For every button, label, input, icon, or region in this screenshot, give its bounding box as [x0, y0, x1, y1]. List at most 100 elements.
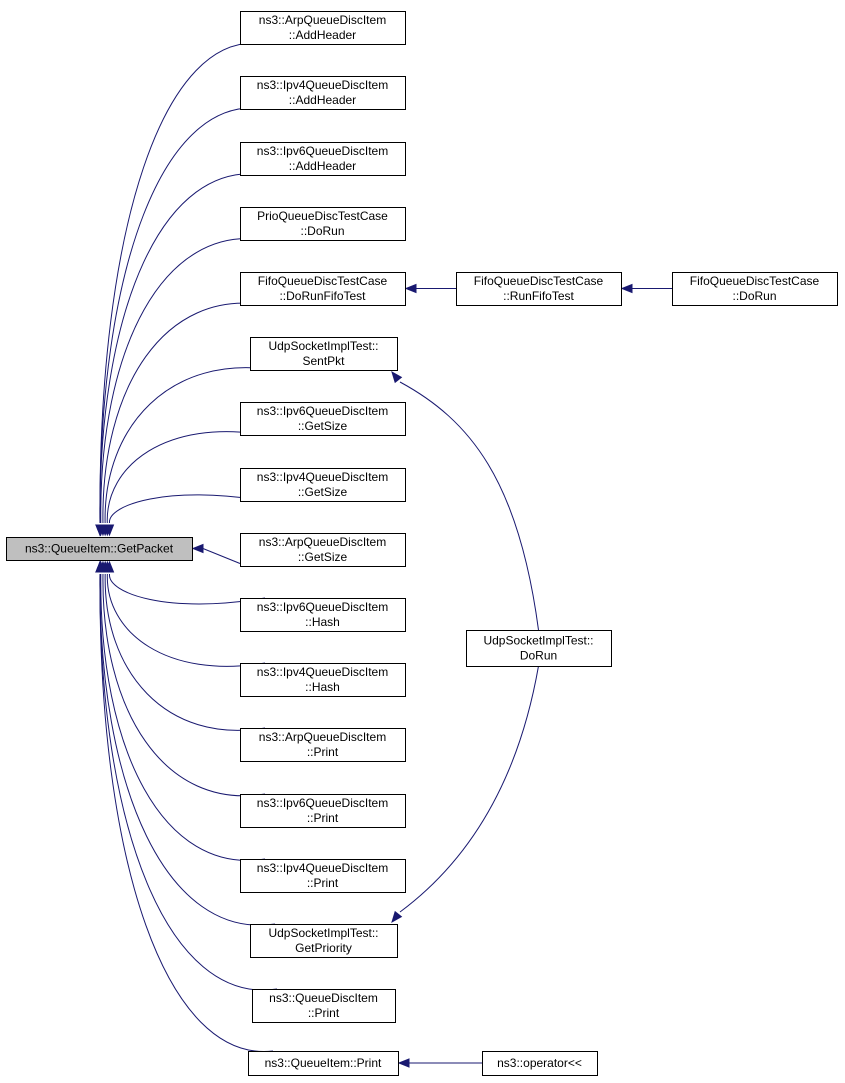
- node-label: ns3::Ipv4QueueDiscItem: [257, 470, 388, 484]
- edge-line: [202, 548, 241, 564]
- node-label: ns3::QueueItem::Print: [265, 1056, 382, 1070]
- edge-line: [109, 573, 266, 605]
- edge-arrowhead: [397, 1058, 410, 1068]
- edge-ipv6-hash-to-root: [104, 560, 266, 605]
- node-box: [482, 1051, 598, 1076]
- node-label: ns3::ArpQueueDiscItem: [259, 730, 386, 744]
- edge-line: [100, 238, 266, 524]
- node-box: [250, 924, 398, 958]
- node-label: ns3::QueueDiscItem: [269, 991, 378, 1005]
- edge-arrowhead: [620, 283, 633, 294]
- node-ipv4-hash[interactable]: ns3::Ipv4QueueDiscItem::Hash: [240, 663, 406, 697]
- node-label: ::GetSize: [298, 485, 348, 499]
- edge-line: [106, 431, 266, 524]
- edge-udp-dorun-to-udp-sentpkt: [391, 370, 539, 631]
- node-arp-addheader[interactable]: ns3::ArpQueueDiscItem::AddHeader: [240, 11, 406, 45]
- node-box: [240, 11, 406, 45]
- edge-operator-lshift-to-queueitem-print: [397, 1058, 482, 1068]
- node-prio-dorun[interactable]: PrioQueueDiscTestCase::DoRun: [240, 207, 406, 241]
- node-label: FifoQueueDiscTestCase: [258, 274, 388, 288]
- node-operator-lshift[interactable]: ns3::operator<<: [482, 1051, 598, 1076]
- edge-arrowhead: [404, 283, 417, 294]
- edge-arrowhead: [191, 543, 204, 554]
- edge-line: [99, 42, 266, 524]
- node-ipv4-getsize[interactable]: ns3::Ipv4QueueDiscItem::GetSize: [240, 468, 406, 502]
- call-nodes: ns3::QueueItem::GetPacketns3::ArpQueueDi…: [6, 11, 838, 1076]
- node-label: UdpSocketImplTest::: [483, 634, 593, 648]
- node-queueitem-print[interactable]: ns3::QueueItem::Print: [248, 1051, 399, 1076]
- edge-line: [102, 573, 266, 797]
- node-box: [250, 337, 398, 371]
- edge-fifo-dorun-to-fifo-runfifotest: [620, 283, 672, 294]
- node-label: ns3::ArpQueueDiscItem: [259, 535, 386, 549]
- node-fifo-dorunfifotest[interactable]: FifoQueueDiscTestCase::DoRunFifoTest: [240, 272, 406, 306]
- node-fifo-runfifotest[interactable]: FifoQueueDiscTestCase::RunFifoTest: [456, 272, 622, 306]
- edge-arp-getsize-to-root: [191, 543, 241, 564]
- node-udp-getpriority[interactable]: UdpSocketImplTest::GetPriority: [250, 924, 398, 958]
- edge-line: [102, 302, 266, 524]
- node-label: ns3::Ipv4QueueDiscItem: [257, 665, 388, 679]
- edge-line: [99, 573, 278, 991]
- call-edges: [95, 42, 672, 1068]
- node-label: ::DoRun: [732, 289, 776, 303]
- edge-line: [399, 381, 539, 631]
- edge-line: [99, 107, 266, 524]
- node-label: ns3::Ipv6QueueDiscItem: [257, 796, 388, 810]
- node-box: [248, 1051, 399, 1076]
- edge-line: [399, 665, 539, 913]
- edge-prio-dorun-to-root: [96, 238, 266, 537]
- node-fifo-dorun[interactable]: FifoQueueDiscTestCase::DoRun: [672, 272, 838, 306]
- node-box: [240, 794, 406, 828]
- edge-line: [106, 573, 266, 667]
- edge-queueitem-print-to-root: [95, 560, 274, 1052]
- node-arp-getsize[interactable]: ns3::ArpQueueDiscItem::GetSize: [240, 533, 406, 567]
- node-ipv6-getsize[interactable]: ns3::Ipv6QueueDiscItem::GetSize: [240, 402, 406, 436]
- edge-ipv6-addheader-to-root: [95, 173, 266, 537]
- edge-line: [99, 173, 266, 524]
- node-label: ns3::Ipv4QueueDiscItem: [257, 78, 388, 92]
- edge-ipv4-addheader-to-root: [95, 107, 266, 537]
- node-label: ::Print: [308, 1006, 340, 1020]
- node-ipv4-addheader[interactable]: ns3::Ipv4QueueDiscItem::AddHeader: [240, 76, 406, 110]
- node-udp-dorun[interactable]: UdpSocketImplTest::DoRun: [466, 630, 612, 667]
- node-box: [672, 272, 838, 306]
- edge-line: [99, 573, 274, 1052]
- edge-arrowhead: [391, 910, 403, 924]
- node-label: ::AddHeader: [289, 159, 356, 173]
- node-arp-print[interactable]: ns3::ArpQueueDiscItem::Print: [240, 728, 406, 762]
- node-label: ::AddHeader: [289, 28, 356, 42]
- node-box: [240, 402, 406, 436]
- node-box: [240, 468, 406, 502]
- node-box: [240, 207, 406, 241]
- node-ipv6-addheader[interactable]: ns3::Ipv6QueueDiscItem::AddHeader: [240, 142, 406, 176]
- edge-arrowhead: [391, 370, 403, 384]
- node-label: ::AddHeader: [289, 93, 356, 107]
- node-ipv4-print[interactable]: ns3::Ipv4QueueDiscItem::Print: [240, 859, 406, 893]
- edge-line: [104, 573, 266, 731]
- edge-fifo-runfifotest-to-fifo-dorunfifotest: [404, 283, 456, 294]
- node-box: [6, 537, 193, 561]
- node-ipv6-hash[interactable]: ns3::Ipv6QueueDiscItem::Hash: [240, 598, 406, 632]
- node-box: [240, 598, 406, 632]
- node-udp-sentpkt[interactable]: UdpSocketImplTest::SentPkt: [250, 337, 398, 371]
- node-label: ::GetSize: [298, 550, 348, 564]
- node-box: [240, 859, 406, 893]
- node-label: ::Hash: [305, 680, 340, 694]
- edge-line: [104, 367, 276, 524]
- edge-line: [100, 573, 266, 861]
- node-label: ns3::operator<<: [497, 1056, 582, 1070]
- node-label: ns3::Ipv6QueueDiscItem: [257, 144, 388, 158]
- node-root[interactable]: ns3::QueueItem::GetPacket: [6, 537, 193, 561]
- node-label: ::Print: [307, 811, 339, 825]
- edge-udp-sentpkt-to-root: [100, 367, 276, 537]
- node-box: [252, 989, 396, 1023]
- node-box: [240, 76, 406, 110]
- edge-udp-dorun-to-udp-getpriority: [391, 665, 539, 924]
- node-ipv6-print[interactable]: ns3::Ipv6QueueDiscItem::Print: [240, 794, 406, 828]
- edge-arrowhead: [95, 560, 105, 573]
- node-queuedisc-print[interactable]: ns3::QueueDiscItem::Print: [252, 989, 396, 1023]
- node-label: UdpSocketImplTest::: [268, 339, 378, 353]
- node-label: ::GetSize: [298, 419, 348, 433]
- node-label: ns3::Ipv4QueueDiscItem: [257, 861, 388, 875]
